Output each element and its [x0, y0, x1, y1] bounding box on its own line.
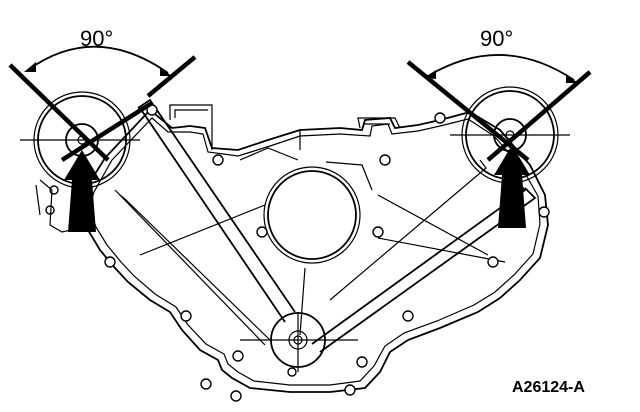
right-angle-label: 90° — [480, 26, 513, 51]
figure-id-label: A26124-A — [512, 379, 585, 396]
left-angle-label: 90° — [80, 26, 113, 51]
chain-guides — [139, 130, 506, 336]
right-alignment-lines — [406, 54, 592, 162]
right-up-arrow — [494, 145, 530, 228]
water-pump-bore — [239, 147, 373, 264]
cylinder-head-castings — [169, 104, 401, 150]
engine-block-outline — [79, 108, 549, 393]
bolt-holes — [45, 104, 550, 402]
left-alignment-lines — [8, 45, 197, 162]
left-up-arrow — [64, 150, 100, 232]
left-side-details — [35, 179, 81, 233]
crankshaft-sprocket — [240, 312, 358, 372]
